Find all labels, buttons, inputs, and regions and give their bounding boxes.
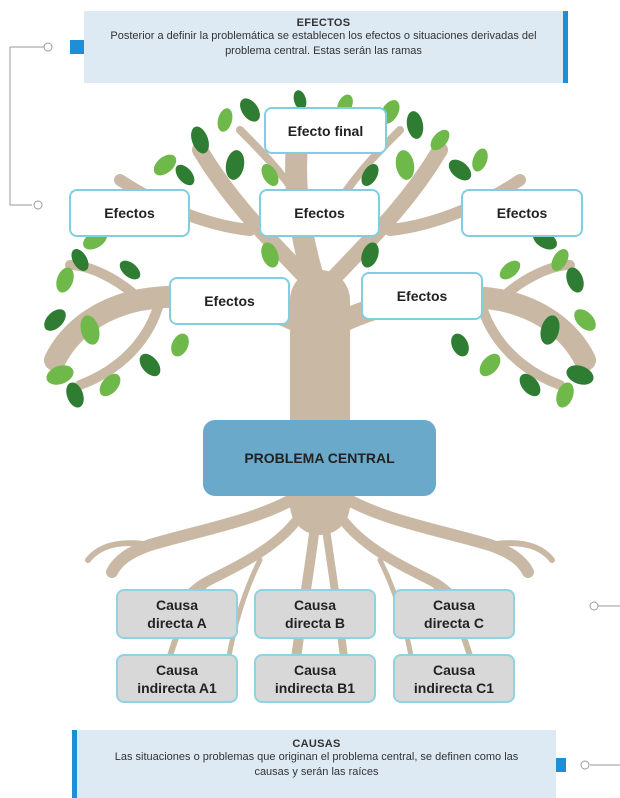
- effect-box-lower-left: Efectos: [169, 277, 290, 325]
- cause-indirect-a1: Causa indirecta A1: [116, 654, 238, 703]
- cause-indirect-c1: Causa indirecta C1: [393, 654, 515, 703]
- connector-right: [580, 601, 620, 770]
- cause-indirect-b1: Causa indirecta B1: [254, 654, 376, 703]
- effect-box-left: Efectos: [69, 189, 190, 237]
- central-problem-box: PROBLEMA CENTRAL: [203, 420, 436, 496]
- effect-final-box: Efecto final: [264, 107, 387, 154]
- effect-box-lower-right: Efectos: [361, 272, 483, 320]
- causes-callout: CAUSAS Las situaciones o problemas que o…: [72, 730, 556, 798]
- cause-direct-b: Causa directa B: [254, 589, 376, 639]
- causes-callout-title: CAUSAS: [292, 738, 341, 750]
- effect-box-center: Efectos: [259, 189, 380, 237]
- effect-box-right: Efectos: [461, 189, 583, 237]
- causes-callout-text: Las situaciones o problemas que originan…: [114, 751, 519, 778]
- effects-callout-title: EFECTOS: [296, 17, 351, 29]
- effects-callout: EFECTOS Posterior a definir la problemát…: [84, 11, 568, 83]
- cause-direct-a: Causa directa A: [116, 589, 238, 639]
- effects-callout-text: Posterior a definir la problemática se e…: [110, 30, 537, 57]
- cause-direct-c: Causa directa C: [393, 589, 515, 639]
- connector-top: [9, 42, 53, 210]
